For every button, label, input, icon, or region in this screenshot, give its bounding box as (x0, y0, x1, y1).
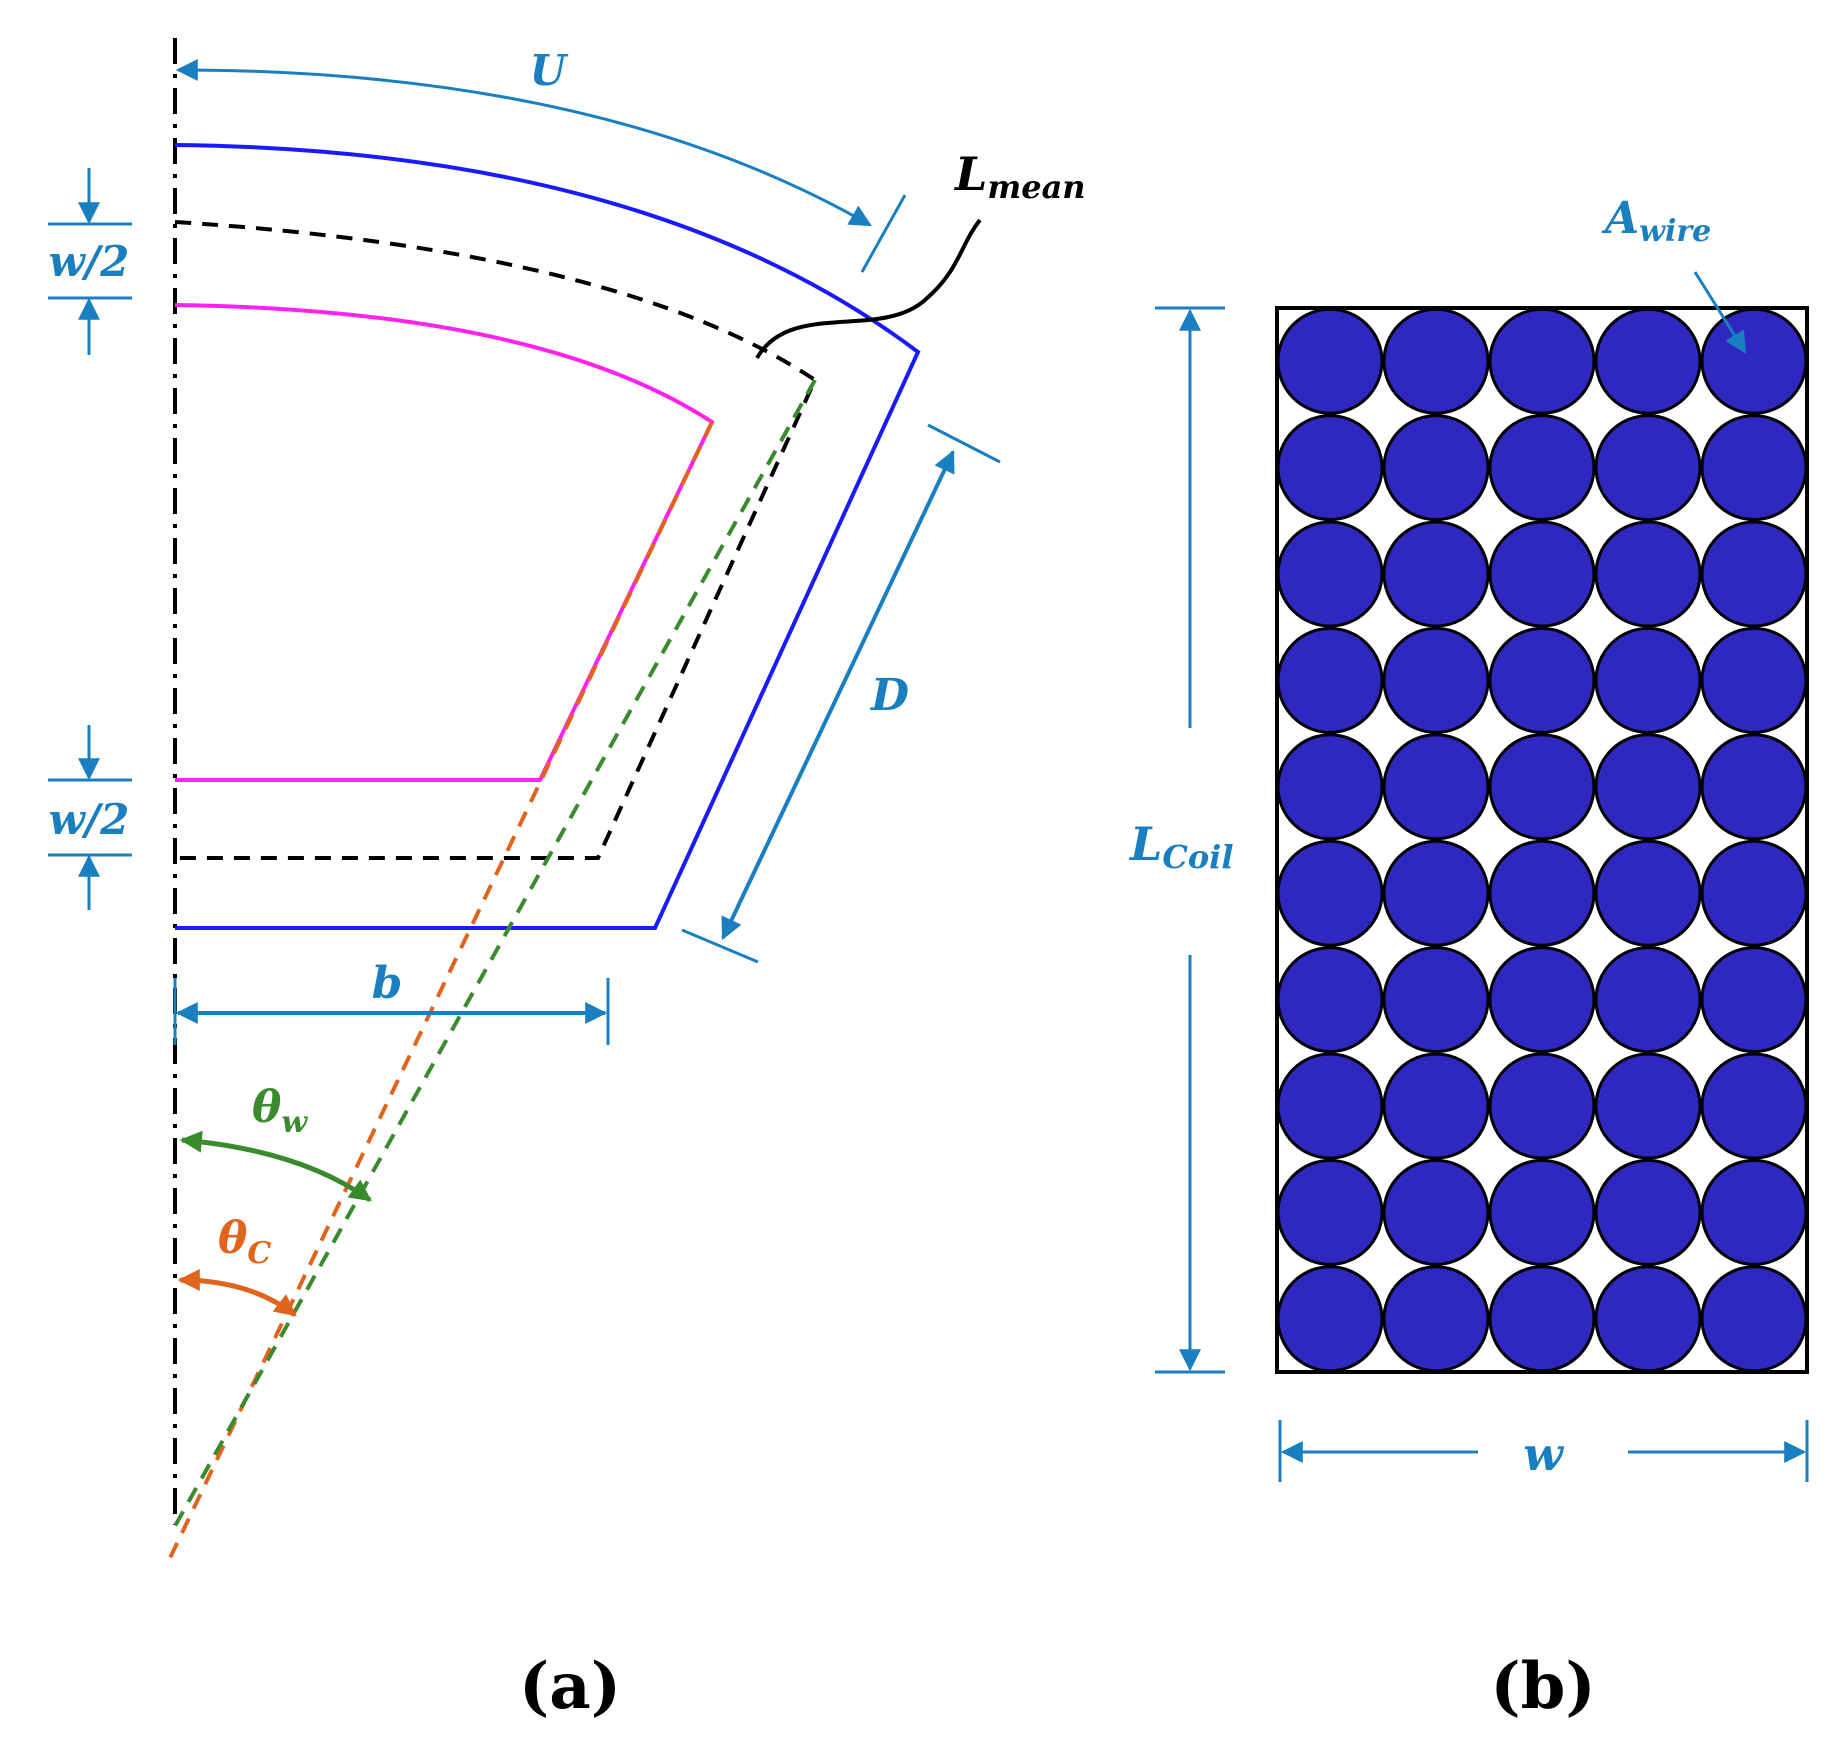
u-extension-tick (860, 194, 907, 273)
d-extension-bottom (681, 928, 759, 964)
wire-conductor (1594, 1158, 1702, 1266)
wire-conductor (1488, 626, 1596, 734)
wire-conductor (1382, 839, 1490, 947)
wire-conductor (1382, 1265, 1490, 1373)
wire-conductor (1276, 1158, 1384, 1266)
outer-coil-boundary (174, 143, 921, 930)
label-w2-top: w/2 (49, 237, 130, 286)
label-w2-bottom: w/2 (49, 795, 130, 844)
wire-conductor (1700, 626, 1808, 734)
label-d: D (869, 670, 909, 721)
caption-a: (a) (519, 1649, 621, 1724)
wire-conductor (1488, 1265, 1596, 1373)
wire-conductor (1382, 626, 1490, 734)
wire-conductor (1488, 733, 1596, 841)
wire-conductor (1488, 1158, 1596, 1266)
wire-conductor (1276, 520, 1384, 628)
wire-conductor (1700, 414, 1808, 522)
wire-grid (1276, 307, 1808, 1373)
label-theta-w: θw (252, 1082, 308, 1140)
label-w: w (1523, 1427, 1564, 1481)
wire-conductor (1276, 946, 1384, 1054)
wire-conductor (1488, 307, 1596, 415)
wire-conductor (1700, 1265, 1808, 1373)
panel-a: U Lmean w/2 w/2 D b θw θC (a) (48, 38, 1086, 1724)
label-l-mean: Lmean (953, 147, 1086, 206)
wire-conductor (1382, 307, 1490, 415)
label-l-coil: LCoil (1128, 817, 1233, 876)
wire-conductor (1488, 520, 1596, 628)
wire-conductor (1594, 946, 1702, 1054)
wire-conductor (1700, 307, 1808, 415)
d-dimension-arrow (721, 450, 955, 940)
wire-conductor (1382, 946, 1490, 1054)
wire-conductor (1594, 1265, 1702, 1373)
wire-conductor (1276, 414, 1384, 522)
u-dimension-arrow (175, 59, 872, 227)
wire-conductor (1276, 307, 1384, 415)
l-mean-leader (755, 218, 982, 359)
wire-conductor (1700, 946, 1808, 1054)
wire-conductor (1488, 1052, 1596, 1160)
wire-conductor (1700, 1158, 1808, 1266)
label-u: U (530, 46, 569, 95)
a-wire-pointer (1693, 271, 1747, 354)
wire-conductor (1382, 1158, 1490, 1266)
mean-length-path (174, 220, 818, 860)
wire-conductor (1382, 520, 1490, 628)
wire-conductor (1488, 946, 1596, 1054)
label-b: b (372, 958, 403, 1009)
theta-c-arc (177, 1269, 297, 1317)
wire-conductor (1276, 626, 1384, 734)
wire-conductor (1594, 1052, 1702, 1160)
theta-w-line (168, 379, 817, 1536)
wire-conductor (1276, 839, 1384, 947)
wire-conductor (1700, 733, 1808, 841)
wire-conductor (1488, 839, 1596, 947)
d-extension-top (927, 423, 1001, 464)
wire-conductor (1594, 307, 1702, 415)
inner-coil-boundary (174, 303, 715, 782)
panel-b: Awire LCoil w (b) (1128, 193, 1809, 1724)
label-a-wire: Awire (1601, 193, 1711, 249)
theta-c-line (168, 421, 714, 1559)
wire-conductor (1700, 839, 1808, 947)
wire-conductor (1276, 1052, 1384, 1160)
wire-conductor (1382, 1052, 1490, 1160)
theta-w-arc (179, 1130, 372, 1203)
wire-conductor (1594, 414, 1702, 522)
wire-conductor (1382, 414, 1490, 522)
wire-conductor (1594, 733, 1702, 841)
wire-conductor (1594, 520, 1702, 628)
caption-b: (b) (1490, 1649, 1595, 1724)
wire-conductor (1700, 1052, 1808, 1160)
wire-conductor (1594, 839, 1702, 947)
wire-conductor (1488, 414, 1596, 522)
wire-conductor (1700, 520, 1808, 628)
wire-conductor (1382, 733, 1490, 841)
wire-conductor (1276, 733, 1384, 841)
wire-conductor (1594, 626, 1702, 734)
wire-conductor (1276, 1265, 1384, 1373)
label-theta-c: θC (218, 1213, 271, 1271)
